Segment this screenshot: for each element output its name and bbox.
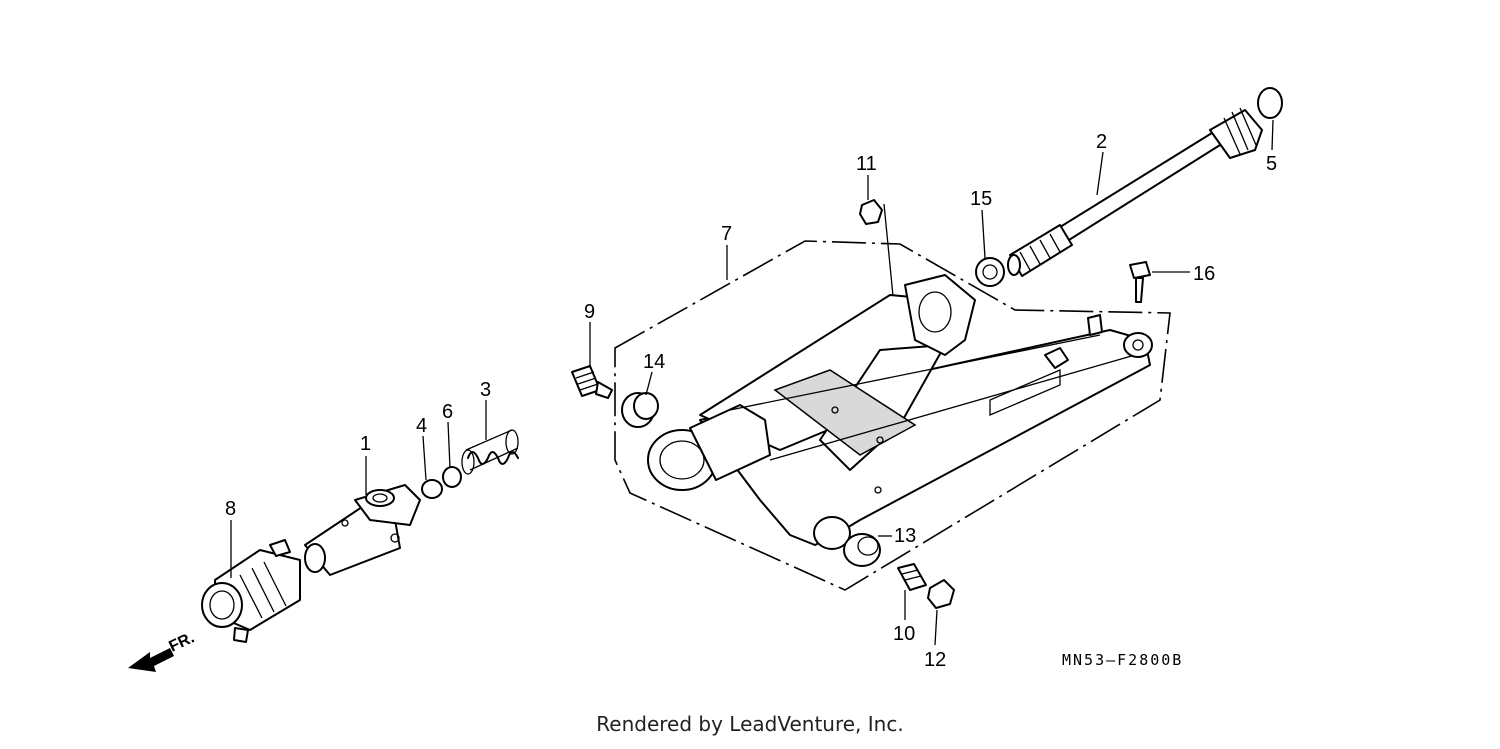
render-credit: Rendered by LeadVenture, Inc. (596, 712, 904, 736)
front-direction-arrow: FR. (128, 629, 197, 672)
oil-seal[interactable] (975, 257, 1005, 287)
spring[interactable] (461, 429, 519, 475)
universal-joint[interactable] (304, 484, 421, 576)
washer-6[interactable] (442, 466, 462, 488)
part-label-2: 2 (1096, 131, 1107, 153)
part-label-6: 6 (442, 401, 453, 423)
part-label-7: 7 (721, 223, 732, 245)
pivot-bearing-right[interactable] (843, 533, 881, 567)
part-label-16: 16 (1193, 263, 1215, 285)
diagram-code: MN53–F2800B (1062, 651, 1183, 669)
part-label-5: 5 (1266, 153, 1277, 175)
part-label-9: 9 (584, 301, 595, 323)
part-label-3: 3 (480, 379, 491, 401)
part-label-4: 4 (416, 415, 427, 437)
pivot-bearing-left[interactable] (621, 392, 659, 428)
part-label-15: 15 (970, 188, 992, 210)
leader-lines (230, 119, 1274, 646)
part-label-13: 13 (894, 525, 916, 547)
part-label-14: 14 (643, 351, 665, 373)
washer-4[interactable] (421, 479, 443, 499)
pivot-bolt-right[interactable] (897, 563, 927, 591)
swingarm[interactable] (647, 274, 1153, 550)
lock-nut[interactable] (927, 579, 955, 609)
swingarm-group-outline (614, 240, 1171, 591)
part-label-1: 1 (360, 433, 371, 455)
flange-nut-11[interactable] (859, 199, 883, 225)
boot-housing[interactable] (201, 539, 301, 643)
part-label-10: 10 (893, 623, 915, 645)
part-label-12: 12 (924, 649, 946, 671)
part-label-8: 8 (225, 498, 236, 520)
front-indicator-label: FR. (167, 629, 198, 655)
o-ring[interactable] (1257, 87, 1283, 119)
pivot-bolt-left[interactable] (571, 365, 613, 399)
flange-bolt[interactable] (1129, 261, 1151, 303)
drive-shaft[interactable] (1007, 107, 1263, 277)
part-label-11: 11 (856, 153, 877, 175)
